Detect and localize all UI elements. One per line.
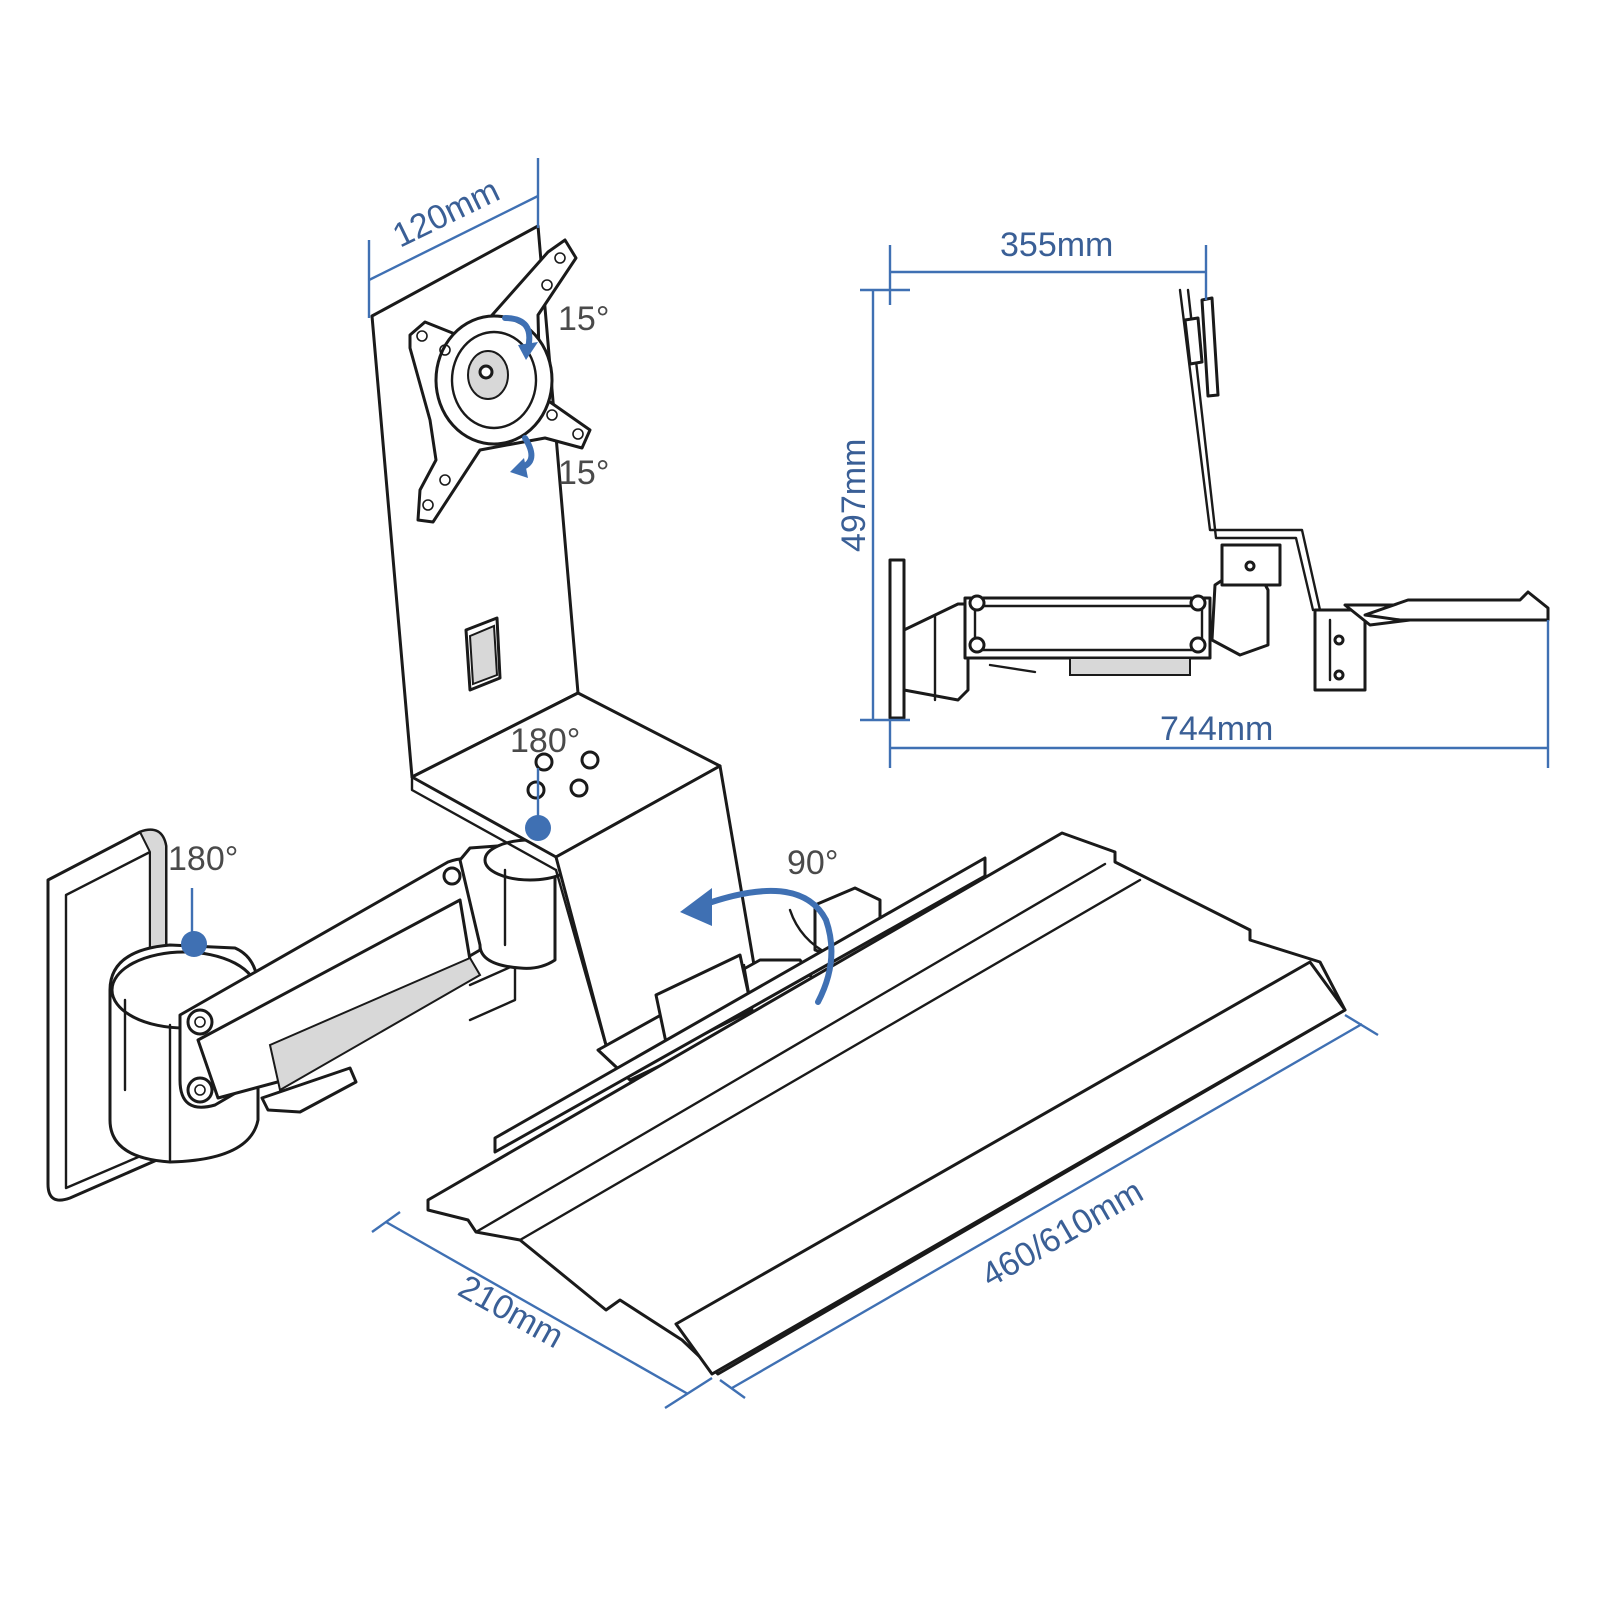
mount-swivel-dot (525, 815, 551, 841)
side-elbow (1210, 573, 1270, 657)
label-355mm: 355mm (1000, 226, 1113, 264)
lower-arm (178, 857, 517, 1114)
side-keyboard-tray (1363, 590, 1550, 622)
keyboard-tray (426, 831, 1347, 1376)
label-744mm: 744mm (1160, 710, 1273, 748)
dimension-lines (367, 158, 1550, 1410)
motion-indicators (181, 315, 835, 1005)
keyboard-rotation-arrow (697, 888, 835, 1005)
label-497mm: 497mm (835, 439, 873, 552)
side-view (888, 288, 1550, 720)
main-isometric-view (46, 224, 1347, 1376)
wall-swivel-dot (181, 931, 207, 957)
label-tilt-down: 15° (558, 454, 609, 492)
side-arm (963, 594, 1212, 676)
label-210mm: 210mm (452, 1268, 570, 1356)
label-swivel-mount: 180° (510, 722, 580, 760)
tilt-up-arrow (502, 315, 533, 351)
label-swivel-wall: 180° (168, 840, 238, 878)
side-wall-plate (888, 558, 906, 720)
label-tilt-up: 15° (558, 300, 609, 338)
label-keyboard-rotation: 90° (787, 844, 838, 882)
